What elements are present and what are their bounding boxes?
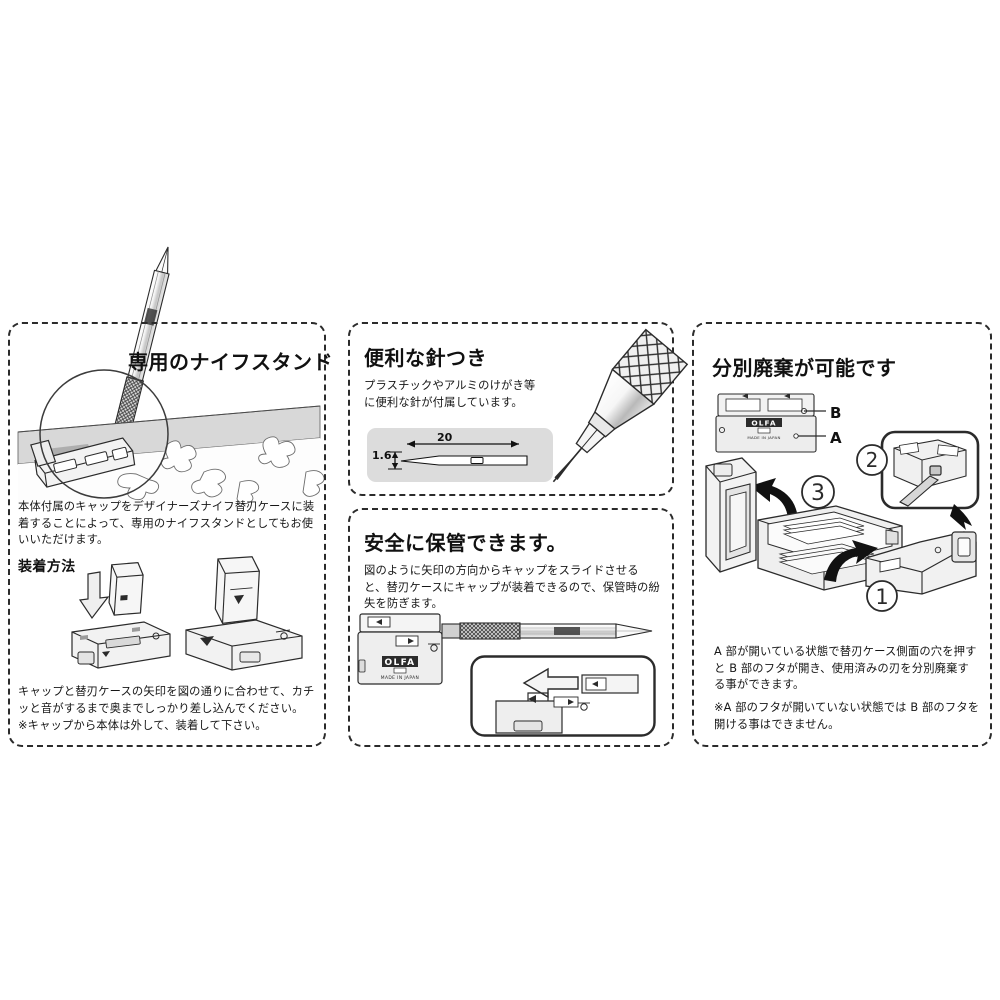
disposal-step1-number: 1 [875,585,888,609]
panel-stand-footnote-1: キャップと替刃ケースの矢印を図の通りに合わせて、カチッと音がするまで奥までしっか… [18,685,315,715]
panel-stand-subheading: 装着方法 [18,559,76,575]
case-origin-text: MADE IN JAPAN [381,675,419,681]
desk-surface-illustration [17,388,325,508]
knife-in-case-illustration: OLFA MADE IN JAPAN [356,608,660,704]
needle-tip-closeup-illustration [548,328,689,490]
disposal-case-origin-text: MADE IN JAPAN [747,435,780,440]
attach-method-left-illustration [58,560,186,680]
panel-disposal-title: 分別廃棄が可能です [712,356,897,380]
disposal-label-a: A [830,429,842,447]
panel-stand-footnote-2: ※キャップから本体は外して、装着して下さい。 [18,719,267,732]
panel-storage-title: 安全に保管できます。 [364,531,567,555]
disposal-case-brand-text: OLFA [751,418,776,427]
case-topview-illustration: OLFA MADE IN JAPAN [712,390,828,460]
needle-dimension-drawing [367,428,553,482]
disposal-label-b: B [830,404,842,422]
panel-needle [348,322,674,496]
panel-storage-body: 図のように矢印の方向からキャップをスライドさせると、替刃ケースにキャップが装着で… [364,564,660,610]
needle-dimension-box [367,428,553,482]
panel-safe-storage [348,508,674,747]
disposal-step1-illustration [860,524,992,616]
panel-needle-body: プラスチックやアルミのけがき等に便利な針が付属しています。 [364,379,536,409]
disposal-step2-badge: 2 [852,440,892,480]
panel-needle-title: 便利な針つき [364,346,487,370]
disposal-step3-number: 3 [811,481,825,506]
panel-disposal-note: ※A 部のフタが開いていない状態では B 部のフタを開ける事はできません。 [714,701,980,731]
needle-length-label: 20 [437,431,453,444]
disposal-step1-arrow [822,540,884,584]
disposal-step3-arrow [742,472,812,532]
panel-stand-title: 専用のナイフスタンド [128,350,333,374]
attach-method-right-illustration [180,556,326,680]
needle-width-label: 1.6 [372,449,392,462]
panel-disposal-body: A 部が開いている状態で替刃ケース側面の穴を押すと B 部のフタが開き、使用済み… [714,645,977,691]
panel-separate-disposal [692,322,992,747]
disposal-step2-inset [880,430,980,530]
magnifier-circle [36,366,172,502]
panel-stand-body: 本体付属のキャップをデザイナーズナイフ替刃ケースに装着することによって、専用のナ… [18,500,315,546]
case-brand-text: OLFA [384,658,415,668]
storage-detail-inset [470,655,656,737]
disposal-step2-number: 2 [866,448,879,472]
disposal-step3-badge: 3 [796,470,840,514]
disposal-step1-badge: 1 [862,576,902,616]
panel-knife-stand [8,322,326,747]
